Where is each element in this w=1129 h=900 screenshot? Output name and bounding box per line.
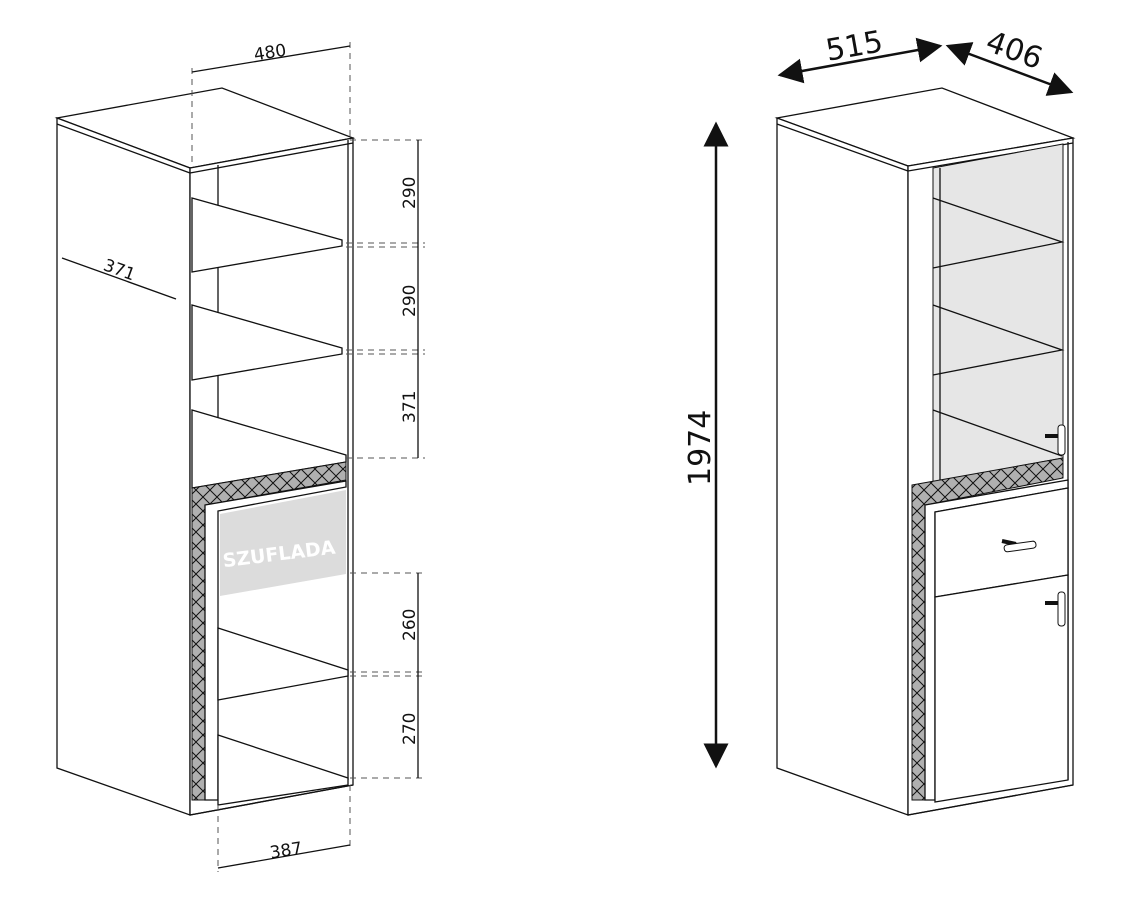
dim-depth: 406	[981, 24, 1047, 76]
dim-height: 1974	[683, 410, 718, 486]
drawer-handle-icon	[1001, 539, 1037, 553]
dim-top-width: 480	[252, 41, 287, 66]
left-cabinet: SZUFLADA	[54, 87, 356, 816]
drawer-box	[204, 480, 347, 801]
lower-door[interactable]	[934, 574, 1069, 803]
dim-width: 515	[823, 24, 885, 68]
glass-door[interactable]	[932, 143, 1064, 483]
drawer-front	[220, 490, 346, 596]
dim-shelf-2: 290	[400, 285, 420, 317]
shelf	[217, 627, 349, 701]
cabinet-side	[56, 117, 191, 816]
shelf	[191, 197, 343, 273]
bottom-shelf	[217, 734, 349, 806]
door-handle-icon	[1045, 591, 1066, 627]
right-cabinet	[774, 87, 1076, 816]
dim-shelf-3: 371	[400, 391, 420, 423]
dim-shelf-4: 260	[400, 609, 420, 641]
shelf	[191, 304, 343, 381]
dim-shelf-1: 290	[400, 177, 420, 209]
glass-door-handle-icon	[1045, 424, 1066, 456]
dim-shelf-5: 270	[400, 713, 420, 745]
cabinet-side	[776, 117, 909, 816]
dim-bottom-width: 387	[268, 839, 303, 864]
